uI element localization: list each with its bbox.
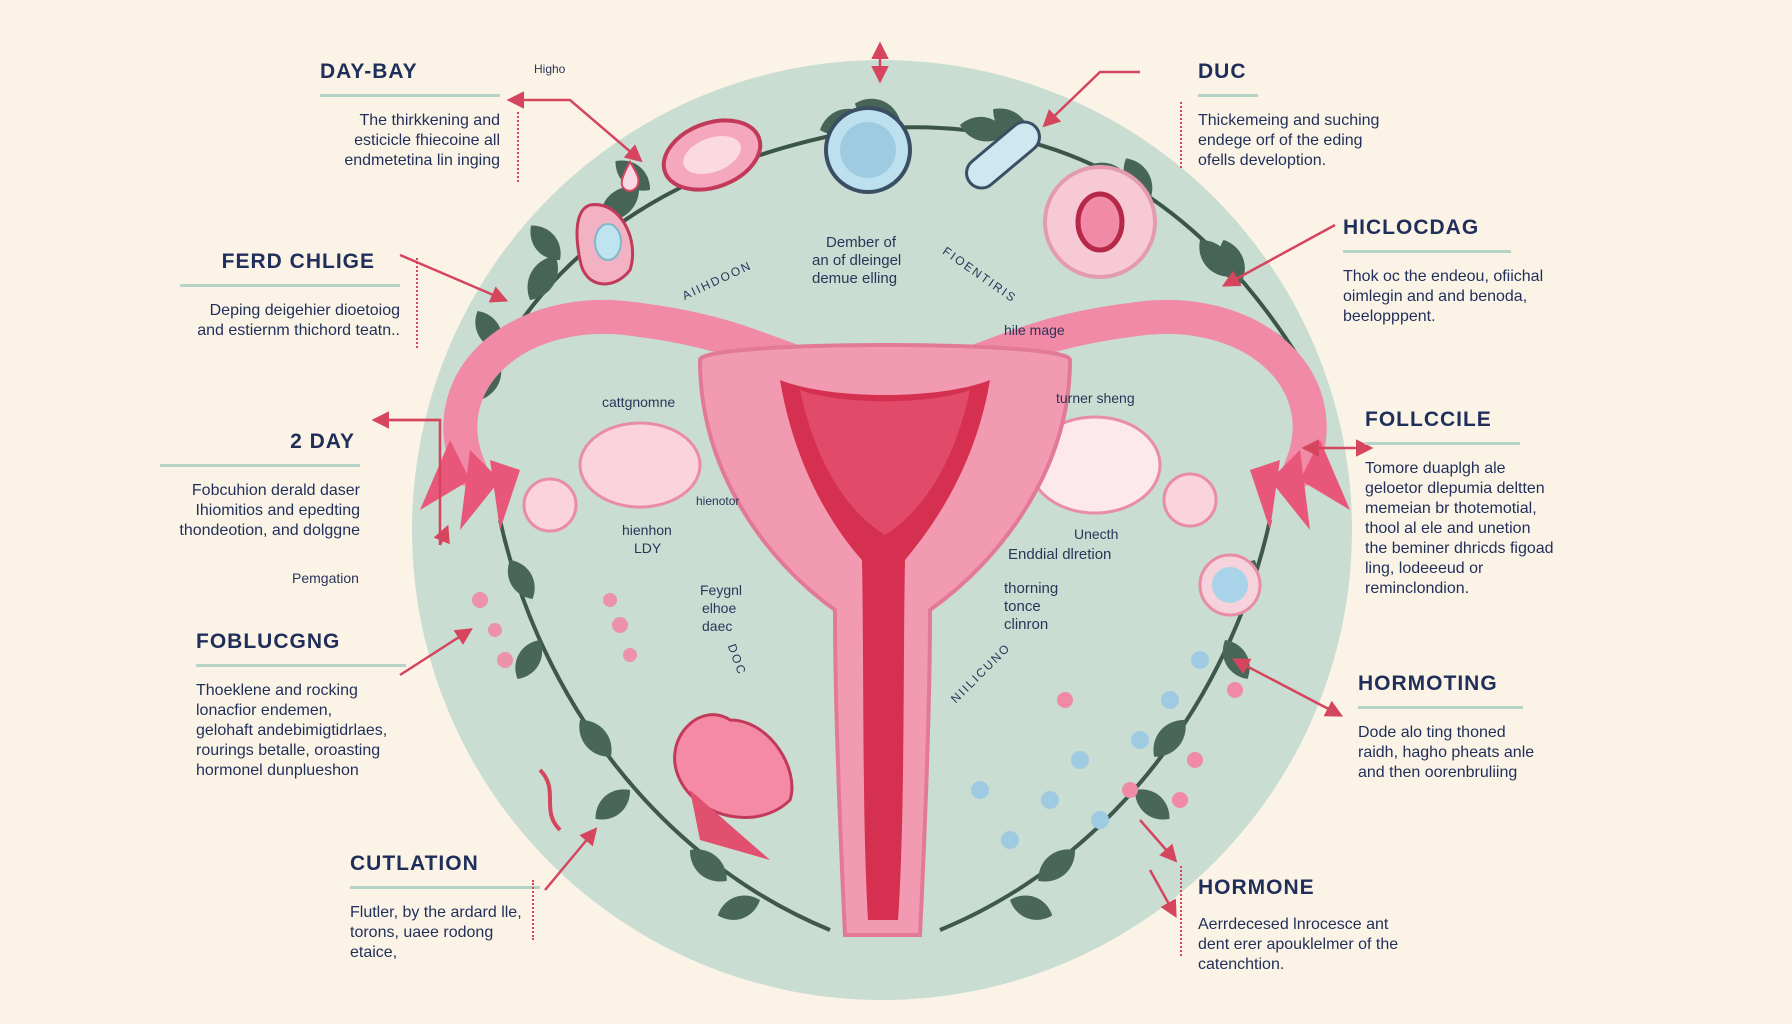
divider (1198, 94, 1258, 97)
label-daec: daec (702, 618, 733, 634)
uterus (420, 299, 1350, 937)
callout-line: ofells develoption. (1198, 152, 1327, 169)
label-center-note-2: an of dleingel (812, 252, 902, 269)
flower-bouquet-left (472, 592, 794, 860)
callout-line: Deping deigehier dioetoiog (209, 302, 400, 319)
divider (350, 886, 540, 889)
pointer-arrows (371, 41, 1374, 919)
label-elhoe: elhoe (702, 600, 737, 616)
divider (1358, 706, 1523, 709)
callout-left-1: DAY-BAY The thirkkening and esticicle fh… (320, 60, 500, 171)
callout-title: FOLLCCILE (1365, 408, 1492, 431)
callout-line: raidh, hagho pheats anle (1358, 744, 1535, 761)
callout-line: catenchtion. (1198, 956, 1285, 973)
callout-line: torons, uaee rodong etaice, (350, 924, 494, 961)
divider (320, 94, 500, 97)
dotted-tick (1180, 866, 1184, 956)
label-thorning: thorning (1004, 580, 1059, 597)
callout-line: Ihiomitios and epedting (195, 502, 360, 519)
cell-stage-3 (824, 106, 912, 194)
callout-line: reminclondion. (1365, 580, 1470, 597)
label-tonce: tonce (1004, 598, 1041, 615)
callout-line: Flutler, by the ardard lle, (350, 904, 522, 921)
callout-right-4: HORMOTING Dode alo ting thoned raidh, ha… (1358, 672, 1578, 783)
label-feygnl: Feygnl (700, 582, 743, 598)
callout-line: beelopppent. (1343, 308, 1436, 325)
divider (180, 284, 400, 287)
callout-title: HORMONE (1198, 876, 1315, 899)
callout-line: and estiernm thichord teatn.. (197, 322, 400, 339)
callout-line: dent erer apouklelmer of the (1198, 936, 1399, 953)
label-hile-mage: hile mage (1004, 322, 1065, 338)
cell-stage-4 (965, 120, 1041, 190)
label-hienotor: hienotor (696, 494, 740, 508)
callout-line: Thok oc the endeou, ofiichal (1343, 268, 1544, 285)
callout-line: thool al ele and unetion (1365, 520, 1531, 537)
callout-title: FERD CHLIGE (221, 250, 375, 273)
callout-right-3: FOLLCCILE Tomore duaplgh ale geloetor dl… (1365, 408, 1585, 599)
callout-line: geloetor dlepumia deltten (1365, 480, 1545, 497)
callout-title: HORMOTING (1358, 672, 1498, 695)
label-cattgnomne: cattgnomne (602, 394, 676, 410)
dotted-tick (532, 880, 536, 940)
callout-line: and then oorenbruliing (1358, 764, 1518, 781)
droplet (620, 159, 640, 192)
callout-line: endmetetina lin inging (344, 152, 500, 169)
cell-stage-5 (1043, 165, 1157, 279)
callout-line: the beminer dhricds figoad (1365, 540, 1554, 557)
callout-line: Aerrdecesed lnrocesce ant (1198, 916, 1389, 933)
callout-title: 2 DAY (290, 430, 355, 453)
callout-left-3: 2 DAY Fobcuhion derald daser Ihiomitios … (160, 430, 360, 541)
label-center-note-1: Dember of (826, 234, 897, 251)
callout-line: memeian br thotemotial, (1365, 500, 1537, 517)
label-clinron: clinron (1004, 616, 1049, 633)
cell-stage-1 (575, 203, 635, 286)
callout-title: HICLOCDAG (1343, 216, 1480, 239)
label-turner-sheng: turner sheng (1056, 390, 1135, 406)
callout-line: esticicle fhiecoine all (354, 132, 500, 149)
callout-line: oimlegin and and benoda, (1343, 288, 1528, 305)
callout-right-2: HICLOCDAG Thok oc the endeou, ofiichal o… (1343, 216, 1573, 327)
label-unecth: Unecth (1074, 526, 1119, 542)
label-hienhon: hienhon (622, 522, 672, 538)
callout-line: Dode alo ting thoned (1358, 724, 1506, 741)
callout-line: thondeotion, and dolggne (179, 522, 360, 539)
callout-line: gelohaft andebimigtidrlaes, (196, 722, 388, 739)
dotted-tick (416, 258, 420, 348)
callout-line: endege orf of the eding (1198, 132, 1363, 149)
callout-right-5: HORMONE Aerrdecesed lnrocesce ant dent e… (1198, 876, 1438, 975)
callout-line: Thickemeing and suching (1198, 112, 1380, 129)
label-pemgation: Pemgation (292, 570, 359, 586)
divider (196, 664, 406, 667)
callout-line: Tomore duaplgh ale (1365, 460, 1506, 477)
label-ldy: LDY (634, 540, 662, 556)
callout-title: CUTLATION (350, 852, 479, 875)
callout-title: FOBLUCGNG (196, 630, 341, 653)
callout-line: hormonel dunplueshon (196, 762, 359, 779)
callout-line: Fobcuhion derald daser (191, 482, 360, 499)
callout-line: The thirkkening and (359, 112, 500, 129)
divider (1365, 442, 1520, 445)
callout-title: DUC (1198, 60, 1247, 83)
callout-line: rourings betalle, oroasting (196, 742, 381, 759)
dotted-tick (1180, 102, 1184, 168)
divider (1343, 250, 1511, 253)
dotted-tick (517, 112, 521, 182)
cell-stage-2 (661, 118, 763, 192)
label-center-note-3: demue elling (812, 270, 898, 287)
callout-line: lonacfior endemen, (196, 702, 333, 719)
callout-line: ling, lodeeeud or (1365, 560, 1484, 577)
callout-left-5: CUTLATION Flutler, by the ardard lle, to… (350, 852, 540, 963)
label-higho: Higho (534, 62, 566, 76)
callout-line: Thoeklene and rocking (196, 682, 358, 699)
callout-left-2: FERD CHLIGE Deping deigehier dioetoiog a… (180, 250, 400, 341)
callout-title: DAY-BAY (320, 60, 418, 83)
divider (160, 464, 360, 467)
callout-right-1: DUC Thickemeing and suching endege orf o… (1198, 60, 1428, 171)
label-enddial-dlretion: Enddial dlretion (1008, 546, 1112, 563)
callout-left-4: FOBLUCGNG Thoeklene and rocking lonacfio… (196, 630, 406, 781)
flower-bouquet-right (971, 553, 1262, 849)
